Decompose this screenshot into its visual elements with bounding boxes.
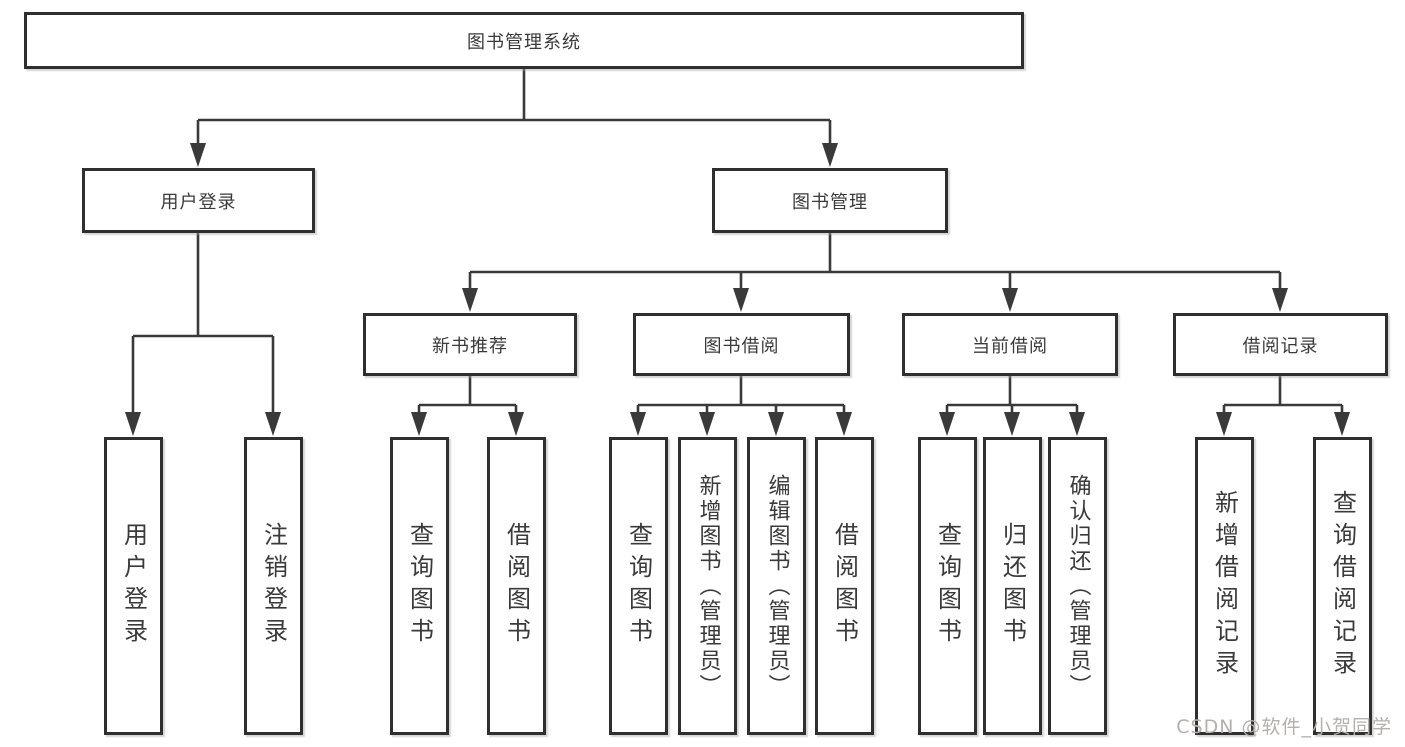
connector-borrow-record-to-leaves <box>1216 376 1350 436</box>
leaf-add-book-admin: 新增图书（管理员） <box>678 437 737 735</box>
node-label: 归还图书 <box>998 522 1027 650</box>
node-new-book-recommend: 新书推荐 <box>363 313 577 376</box>
node-root: 图书管理系统 <box>24 12 1024 69</box>
leaf-query-borrow-record: 查询借阅记录 <box>1313 437 1372 735</box>
connector-user-login-to-leaves <box>125 233 281 436</box>
connector-book-borrow-to-leaves <box>630 376 852 436</box>
node-borrow-record: 借阅记录 <box>1173 313 1388 376</box>
node-book-management: 图书管理 <box>712 168 948 233</box>
node-label: 查询借阅记录 <box>1328 490 1357 682</box>
node-label: 借阅图书 <box>830 522 859 650</box>
node-label: 图书借阅 <box>703 335 780 357</box>
leaf-return-book: 归还图书 <box>983 437 1042 735</box>
node-label: 新书推荐 <box>432 335 508 357</box>
leaf-logout: 注销登录 <box>244 437 303 735</box>
connector-new-book-recommend-to-leaves <box>411 376 524 436</box>
node-label: 用户登录 <box>119 522 148 650</box>
connector-root-to-level2 <box>190 68 838 167</box>
leaf-confirm-return-admin: 确认归还（管理员） <box>1048 437 1107 735</box>
node-label: 查询图书 <box>624 522 653 650</box>
node-label: 确认归还（管理员） <box>1065 473 1091 699</box>
connector-current-borrow-to-leaves <box>939 376 1085 436</box>
leaf-edit-book-admin: 编辑图书（管理员） <box>747 437 806 735</box>
leaf-user-login: 用户登录 <box>104 437 163 735</box>
node-label: 当前借阅 <box>972 335 1048 357</box>
node-label: 新增借阅记录 <box>1210 490 1239 682</box>
node-label: 新增图书（管理员） <box>695 473 721 699</box>
node-label: 注销登录 <box>259 522 288 650</box>
leaf-borrow-books-recommend: 借阅图书 <box>487 437 546 735</box>
node-current-borrow: 当前借阅 <box>902 313 1118 376</box>
node-user-login: 用户登录 <box>82 168 315 233</box>
leaf-query-books-current: 查询图书 <box>918 437 977 735</box>
leaf-borrow-books: 借阅图书 <box>815 437 874 735</box>
node-label: 用户登录 <box>160 191 237 213</box>
node-label: 编辑图书（管理员） <box>764 473 790 699</box>
node-label: 查询图书 <box>405 522 434 650</box>
csdn-watermark: CSDN @软件_小贺同学 <box>1176 716 1392 738</box>
node-label: 借阅记录 <box>1242 335 1319 357</box>
node-book-borrow: 图书借阅 <box>633 313 850 376</box>
node-label: 图书管理 <box>792 191 868 213</box>
leaf-add-borrow-record: 新增借阅记录 <box>1195 437 1254 735</box>
connector-book-management-to-level3 <box>462 233 1288 312</box>
node-label: 借阅图书 <box>502 522 531 650</box>
node-label: 图书管理系统 <box>467 31 581 53</box>
leaf-query-books-borrow: 查询图书 <box>609 437 668 735</box>
leaf-query-books-recommend: 查询图书 <box>390 437 449 735</box>
node-label: 查询图书 <box>933 522 962 650</box>
